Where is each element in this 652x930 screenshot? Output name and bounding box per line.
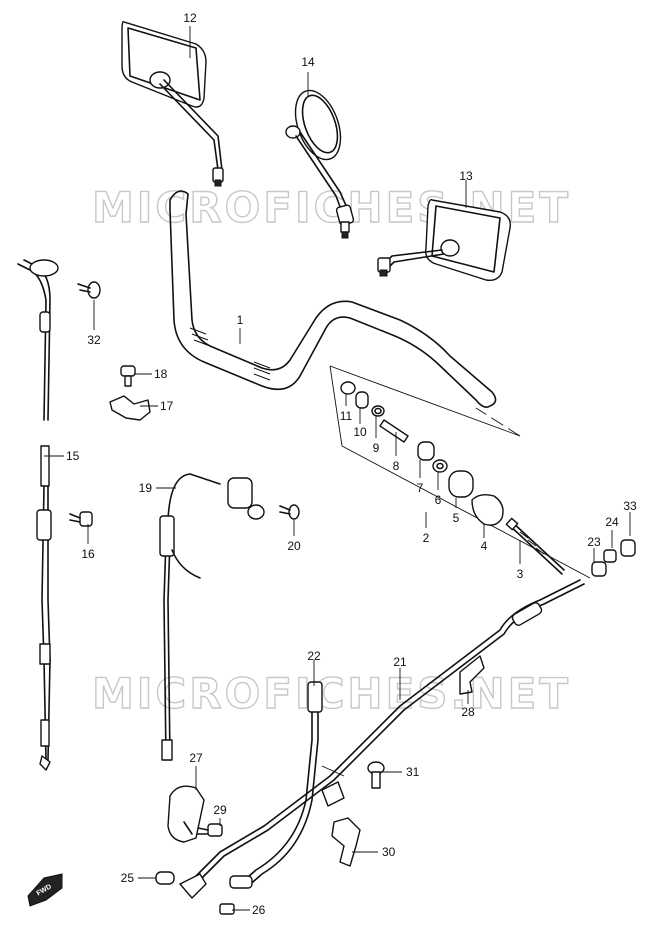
callout-19: 19: [139, 481, 153, 495]
callout-11: 11: [340, 409, 353, 423]
callout-6: 6: [435, 493, 442, 507]
callout-22: 22: [307, 649, 321, 663]
brake-cable[interactable]: [229, 681, 323, 889]
bracket-30[interactable]: [321, 765, 361, 867]
callout-13: 13: [459, 169, 473, 183]
callout-12: 12: [183, 11, 197, 25]
bolt-29[interactable]: [197, 823, 223, 837]
forward-direction-arrow: FWD: [27, 873, 63, 907]
callout-10: 10: [353, 425, 367, 439]
callout-4: 4: [481, 539, 488, 553]
mirror-left-rect[interactable]: [121, 20, 224, 187]
throttle-cable[interactable]: [17, 259, 59, 771]
grip-parts[interactable]: [340, 381, 565, 575]
handlebar[interactable]: [169, 190, 497, 408]
callout-20: 20: [287, 539, 301, 553]
callout-15: 15: [66, 449, 80, 463]
callout-1: 1: [237, 313, 244, 327]
callout-32: 32: [87, 333, 101, 347]
callout-28: 28: [461, 705, 475, 719]
callout-29: 29: [213, 803, 227, 817]
callout-33: 33: [623, 499, 637, 513]
callout-23: 23: [587, 535, 601, 549]
callout-26: 26: [252, 903, 266, 917]
callout-27: 27: [189, 751, 203, 765]
callout-9: 9: [373, 441, 380, 455]
screw-20[interactable]: [279, 504, 300, 520]
callout-leaders: [44, 26, 631, 911]
callout-7: 7: [417, 481, 424, 495]
callout-3: 3: [517, 567, 524, 581]
callout-8: 8: [393, 459, 400, 473]
callout-14: 14: [301, 55, 315, 69]
callout-25: 25: [121, 871, 135, 885]
watermark-bottom: MICROFICHES.NET: [92, 669, 571, 718]
mirror-round[interactable]: [285, 84, 355, 239]
clutch-cable[interactable]: [195, 579, 585, 881]
bolt-16[interactable]: [69, 511, 93, 527]
bolt-and-bracket[interactable]: [109, 365, 151, 421]
callout-21: 21: [393, 655, 407, 669]
callout-2: 2: [423, 531, 430, 545]
switch-cable[interactable]: [159, 473, 265, 761]
mirror-right-rect[interactable]: [377, 198, 511, 282]
pin-and-clip[interactable]: [155, 871, 235, 915]
cover-27[interactable]: [167, 785, 205, 843]
callout-30: 30: [382, 845, 396, 859]
callout-24: 24: [605, 515, 619, 529]
clip-28[interactable]: [459, 655, 485, 695]
cable-end-caps[interactable]: [591, 539, 636, 577]
callout-31: 31: [406, 765, 420, 779]
screw-32[interactable]: [77, 281, 101, 299]
callout-18: 18: [154, 367, 168, 381]
callout-17: 17: [160, 399, 174, 413]
callout-5: 5: [453, 511, 460, 525]
callout-16: 16: [81, 547, 95, 561]
bolt-31[interactable]: [367, 761, 385, 789]
